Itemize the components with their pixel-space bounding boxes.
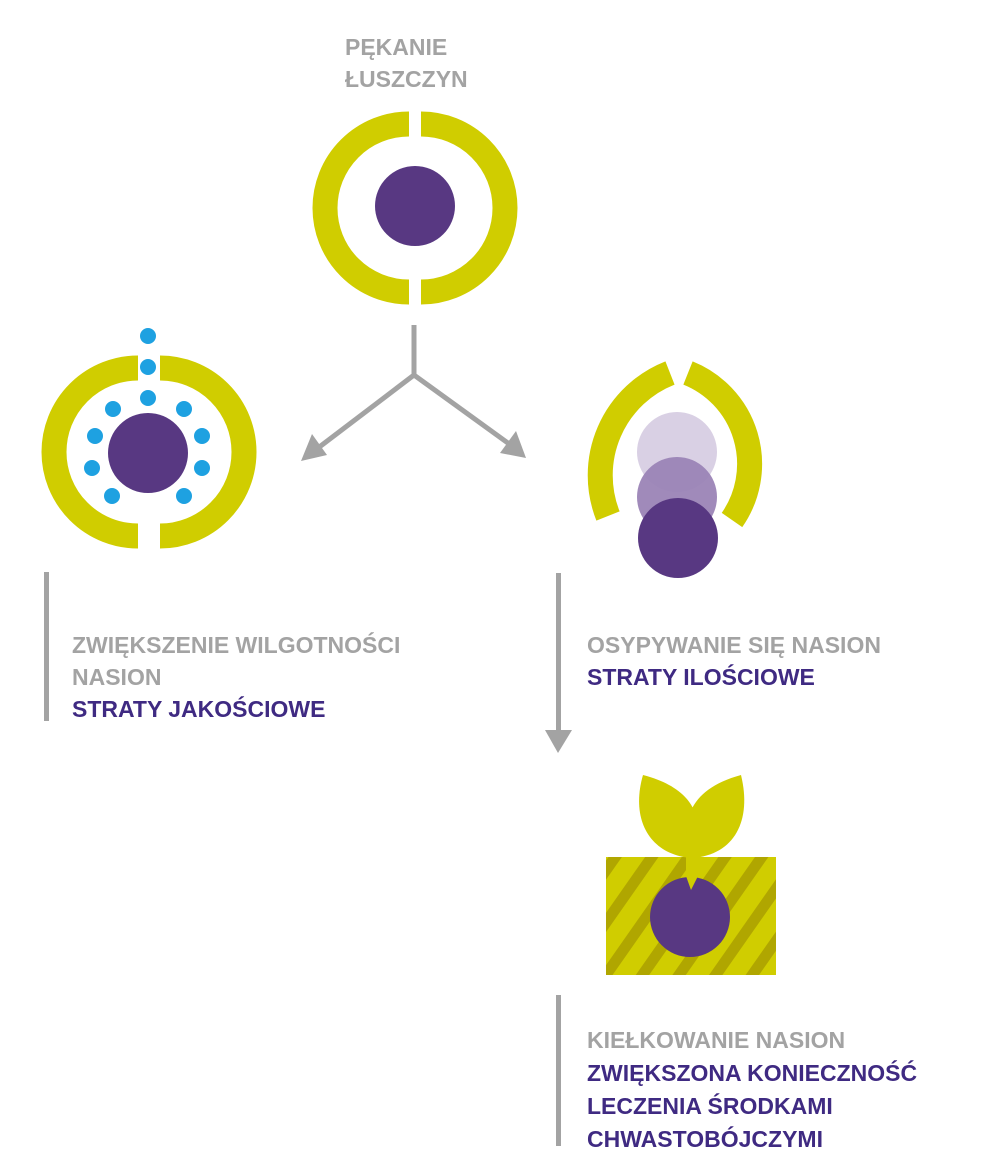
left-line2: NASION bbox=[72, 664, 161, 690]
intact-pod-icon bbox=[312, 111, 518, 305]
arrow-left-head-icon bbox=[301, 434, 327, 461]
left-divider bbox=[44, 572, 49, 721]
left-line1: ZWIĘKSZENIE WILGOTNOŚCI bbox=[72, 631, 400, 658]
top-label-line2: ŁUSZCZYN bbox=[345, 66, 468, 92]
shattered-pod-icon bbox=[587, 361, 763, 578]
water-drops-icon bbox=[84, 328, 210, 504]
sprouting-seed-icon bbox=[606, 775, 776, 975]
bottom-line2: ZWIĘKSZONA KONIECZNOŚĆ bbox=[587, 1059, 917, 1086]
right-line1: OSYPYWANIE SIĘ NASION bbox=[587, 632, 881, 658]
right-line2: STRATY ILOŚCIOWE bbox=[587, 663, 815, 690]
arrow-down-head-icon bbox=[545, 730, 572, 753]
left-line3: STRATY JAKOŚCIOWE bbox=[72, 695, 325, 722]
arrow-right-head-icon bbox=[500, 431, 526, 458]
bottom-divider bbox=[556, 995, 561, 1146]
bottom-line4: CHWASTOBÓJCZYMI bbox=[587, 1125, 823, 1152]
bottom-line1: KIEŁKOWANIE NASION bbox=[587, 1027, 845, 1053]
branch-arrows-icon bbox=[316, 325, 514, 450]
bottom-line3: LECZENIA ŚRODKAMI bbox=[587, 1092, 833, 1119]
moist-pod-icon bbox=[41, 328, 257, 549]
top-label-line1: PĘKANIE bbox=[345, 34, 447, 60]
right-divider-arrow bbox=[556, 573, 561, 733]
